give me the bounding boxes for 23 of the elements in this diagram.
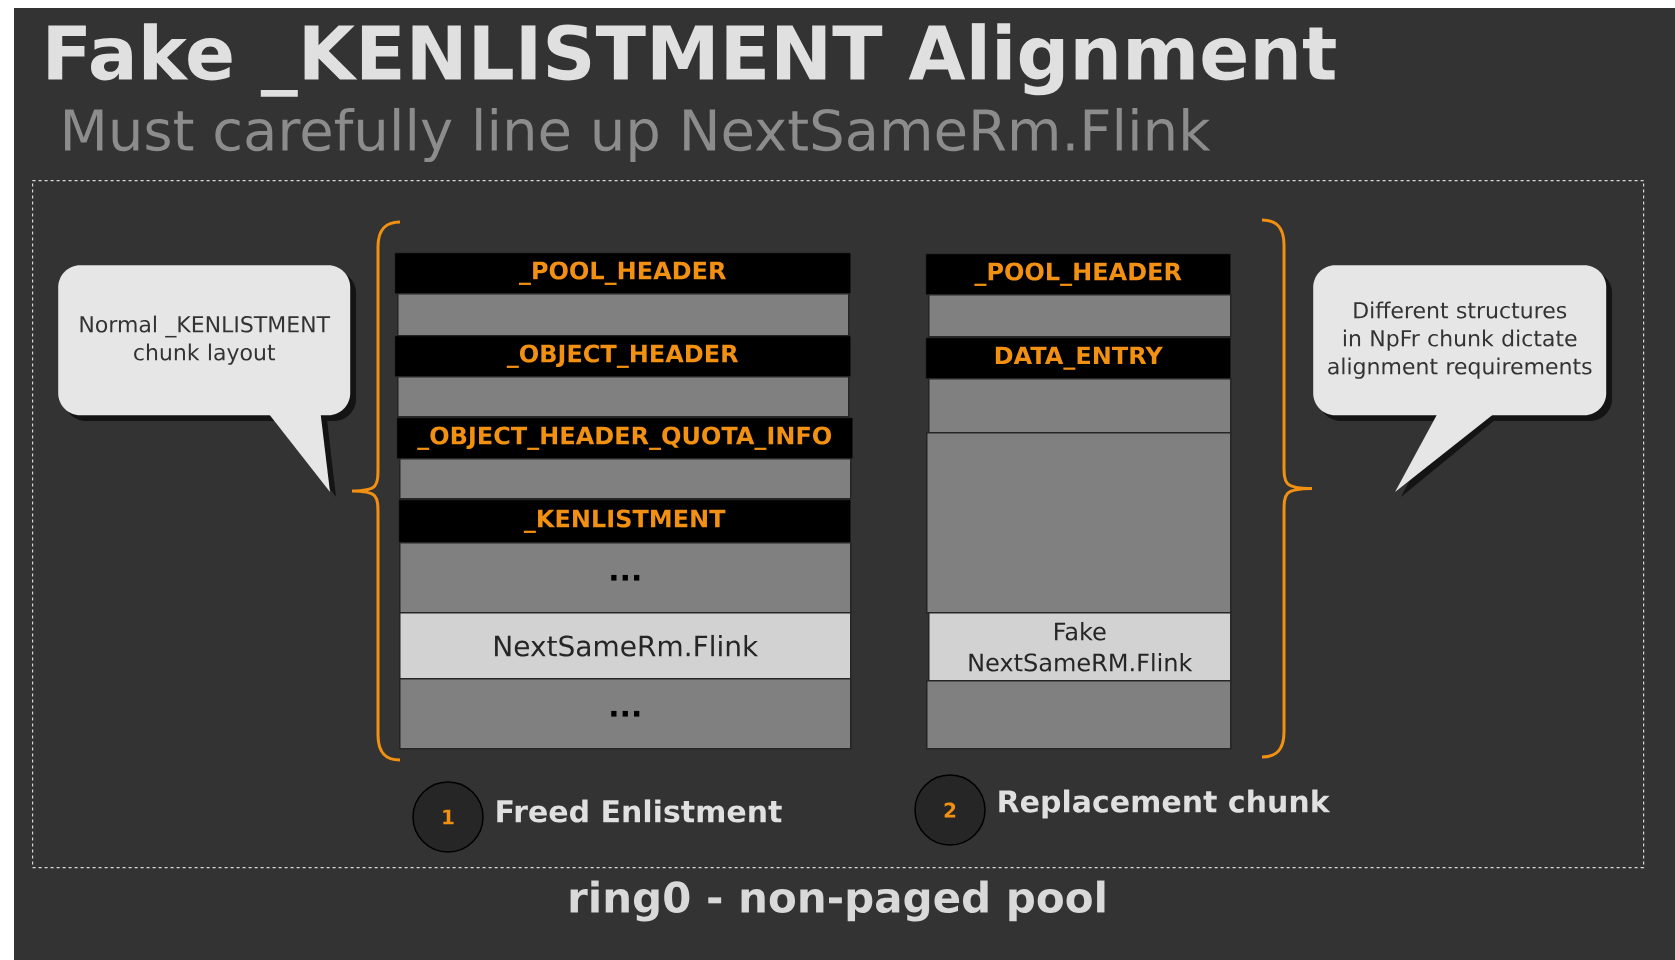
memory-block (397, 293, 850, 337)
chunk-label: Replacement chunk (999, 789, 1331, 819)
subtitle: Must carefully line up NextSameRm.Flink (65, 107, 1211, 163)
memory-block (397, 376, 850, 418)
struct-header: _POOL_HEADER (395, 253, 851, 294)
title: Fake _KENLISTMENT Alignment (48, 23, 1336, 97)
struct-header: _KENLISTMENT (399, 500, 851, 543)
struct-header: _POOL_HEADER (926, 254, 1231, 295)
memory-block (399, 458, 852, 500)
ellipsis-block: ... (399, 678, 852, 750)
struct-header: DATA_ENTRY (926, 338, 1231, 379)
field-block: Fake NextSameRM.Flink (928, 612, 1232, 682)
speech-bubble: Different structures in NpFr chunk dictate alignment requirements (1313, 265, 1612, 497)
memory-block (926, 680, 1232, 750)
memory-block (928, 294, 1232, 338)
field-block: NextSameRm.Flink (399, 612, 852, 680)
chunk-label: Freed Enlistment (497, 799, 782, 823)
node-label: ring0 - non-paged pool (570, 880, 1105, 922)
memory-block (928, 378, 1232, 434)
struct-header: _OBJECT_HEADER_QUOTA_INFO (397, 418, 853, 459)
speech-bubble: Normal _KENLISTMENT chunk layout (58, 265, 356, 497)
ellipsis-block: ... (399, 542, 852, 614)
struct-header: _OBJECT_HEADER (395, 336, 851, 377)
